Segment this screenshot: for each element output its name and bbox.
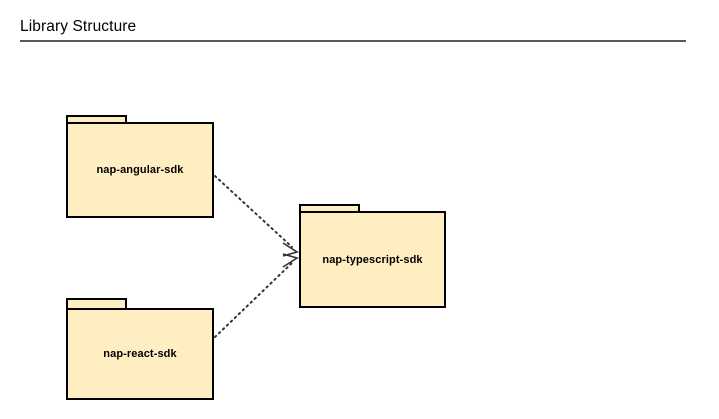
package-nap-typescript-sdk[interactable]: nap-typescript-sdk <box>299 204 446 308</box>
dependency-angular-to-typescript <box>214 175 299 257</box>
package-nap-react-sdk[interactable]: nap-react-sdk <box>66 298 214 400</box>
title-divider <box>20 40 686 42</box>
dependency-react-to-typescript <box>214 253 299 338</box>
package-label: nap-react-sdk <box>103 348 177 360</box>
package-label: nap-typescript-sdk <box>322 253 423 266</box>
package-body: nap-angular-sdk <box>66 122 214 218</box>
package-nap-angular-sdk[interactable]: nap-angular-sdk <box>66 115 214 218</box>
package-body: nap-react-sdk <box>66 308 214 400</box>
page-title: Library Structure <box>20 18 137 35</box>
package-label: nap-angular-sdk <box>96 164 184 176</box>
package-body: nap-typescript-sdk <box>299 211 446 308</box>
